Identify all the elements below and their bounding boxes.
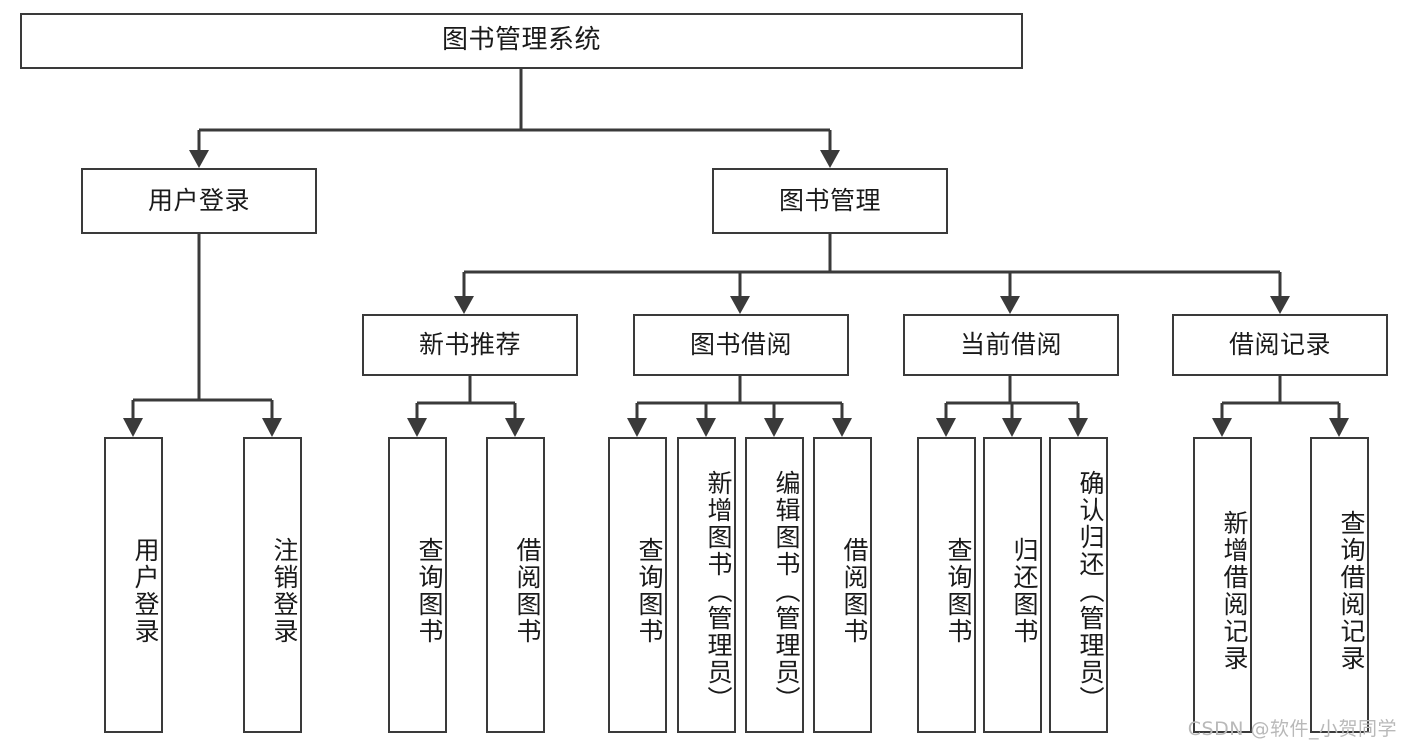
node-label: 借阅图书 (840, 537, 869, 645)
node-label: 注销登录 (270, 537, 299, 645)
leaf-edit-book-admin[interactable]: 编辑图书（管理员） (745, 437, 804, 733)
leaf-query-book-recommend[interactable]: 查询图书 (388, 437, 447, 733)
node-label: 图书管理系统 (441, 25, 601, 56)
node-label: 用户登录 (147, 186, 250, 215)
node-label: 确认归还（管理员） (1076, 469, 1105, 713)
leaf-borrow-book[interactable]: 借阅图书 (813, 437, 872, 733)
node-user-login[interactable]: 用户登录 (81, 168, 317, 234)
node-label: 查询图书 (944, 537, 973, 645)
leaf-return-book[interactable]: 归还图书 (983, 437, 1042, 733)
node-book-borrow[interactable]: 图书借阅 (633, 314, 849, 376)
node-borrow-record[interactable]: 借阅记录 (1172, 314, 1388, 376)
node-book-management[interactable]: 图书管理 (712, 168, 948, 234)
leaf-query-book-borrow[interactable]: 查询图书 (608, 437, 667, 733)
leaf-user-login[interactable]: 用户登录 (104, 437, 163, 733)
leaf-add-borrow-record[interactable]: 新增借阅记录 (1193, 437, 1252, 733)
node-label: 编辑图书（管理员） (772, 469, 801, 713)
node-label: 新增借阅记录 (1220, 510, 1249, 672)
node-current-borrow[interactable]: 当前借阅 (903, 314, 1119, 376)
leaf-query-book-current[interactable]: 查询图书 (917, 437, 976, 733)
node-label: 用户登录 (131, 537, 160, 645)
node-label: 图书借阅 (689, 330, 792, 359)
leaf-logout-login[interactable]: 注销登录 (243, 437, 302, 733)
node-new-book-recommend[interactable]: 新书推荐 (362, 314, 578, 376)
leaf-add-book-admin[interactable]: 新增图书（管理员） (677, 437, 736, 733)
node-label: 借阅记录 (1228, 330, 1331, 359)
node-label: 查询图书 (635, 537, 664, 645)
leaf-query-borrow-record[interactable]: 查询借阅记录 (1310, 437, 1369, 733)
node-label: 新书推荐 (418, 330, 521, 359)
node-root-system[interactable]: 图书管理系统 (20, 13, 1023, 69)
node-label: 图书管理 (778, 186, 881, 215)
node-label: 查询借阅记录 (1337, 510, 1366, 672)
node-label: 借阅图书 (513, 537, 542, 645)
watermark-text: CSDN @软件_小贺同学 (1187, 718, 1397, 740)
node-label: 查询图书 (415, 537, 444, 645)
leaf-borrow-book-recommend[interactable]: 借阅图书 (486, 437, 545, 733)
node-label: 新增图书（管理员） (704, 469, 733, 713)
node-label: 归还图书 (1010, 537, 1039, 645)
leaf-confirm-return-admin[interactable]: 确认归还（管理员） (1049, 437, 1108, 733)
node-label: 当前借阅 (959, 330, 1062, 359)
